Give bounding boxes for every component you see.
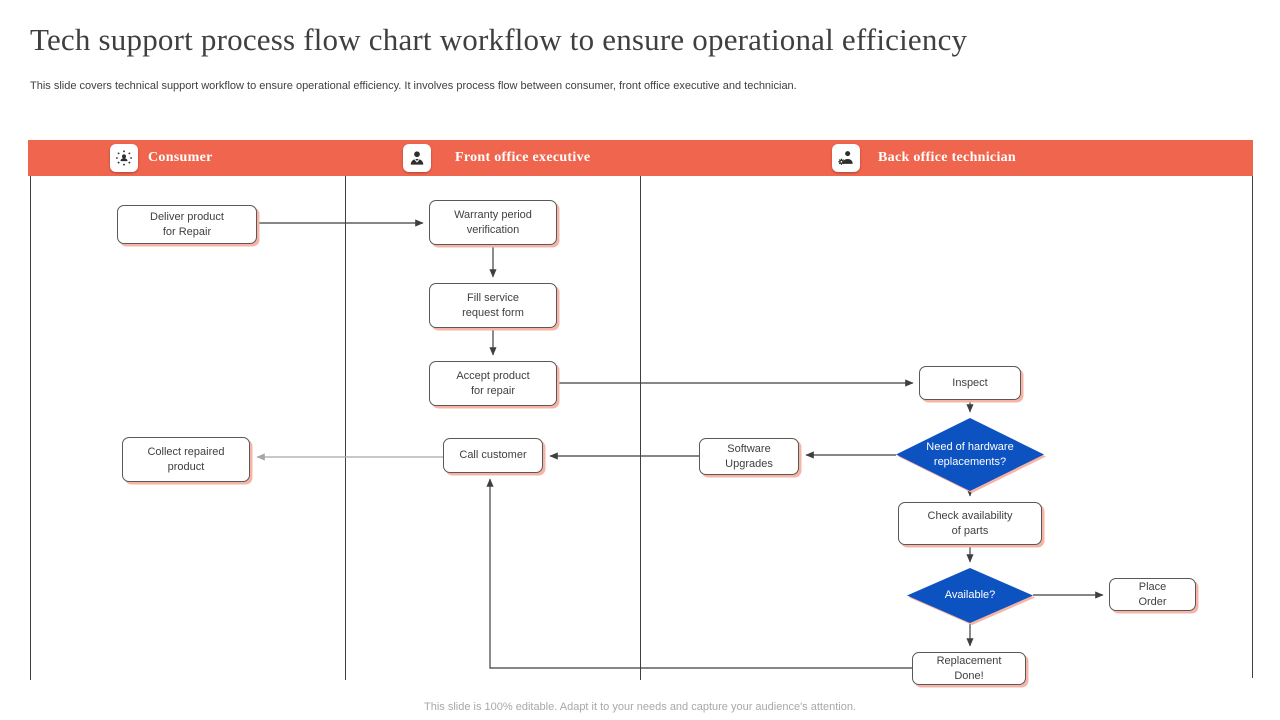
executive-icon xyxy=(403,144,431,172)
slide-subtitle: This slide covers technical support work… xyxy=(30,80,797,92)
consumer-icon xyxy=(110,144,138,172)
node-warranty-verification: Warranty period verification xyxy=(429,200,557,245)
decision-available-label: Available? xyxy=(907,568,1033,623)
node-software-upgrades: Software Upgrades xyxy=(699,438,799,475)
decision-need-hardware-label: Need of hardware replacements? xyxy=(896,418,1044,491)
arrow-replacement-to-call xyxy=(486,478,912,669)
decision-available: Available? xyxy=(907,568,1033,623)
slide-footer-note: This slide is 100% editable. Adapt it to… xyxy=(424,701,856,713)
node-deliver-product: Deliver product for Repair xyxy=(117,205,257,244)
node-accept-product: Accept product for repair xyxy=(429,361,557,406)
technician-gear-icon xyxy=(832,144,860,172)
node-call-customer: Call customer xyxy=(443,438,543,473)
lane-header-consumer: Consumer xyxy=(148,150,213,165)
node-place-order: Place Order xyxy=(1109,578,1196,611)
node-replacement-done: Replacement Done! xyxy=(912,652,1026,685)
lane-header-back-office: Back office technician xyxy=(878,150,1017,165)
lane-header-front-office: Front office executive xyxy=(455,150,591,165)
page-title: Tech support process flow chart workflow… xyxy=(30,22,968,57)
decision-need-hardware: Need of hardware replacements? xyxy=(896,418,1044,491)
swimlane-header-bar xyxy=(28,140,1253,176)
node-inspect: Inspect xyxy=(919,366,1021,400)
node-check-availability: Check availability of parts xyxy=(898,502,1042,545)
node-collect-product: Collect repaired product xyxy=(122,437,250,482)
node-fill-service-form: Fill service request form xyxy=(429,283,557,328)
